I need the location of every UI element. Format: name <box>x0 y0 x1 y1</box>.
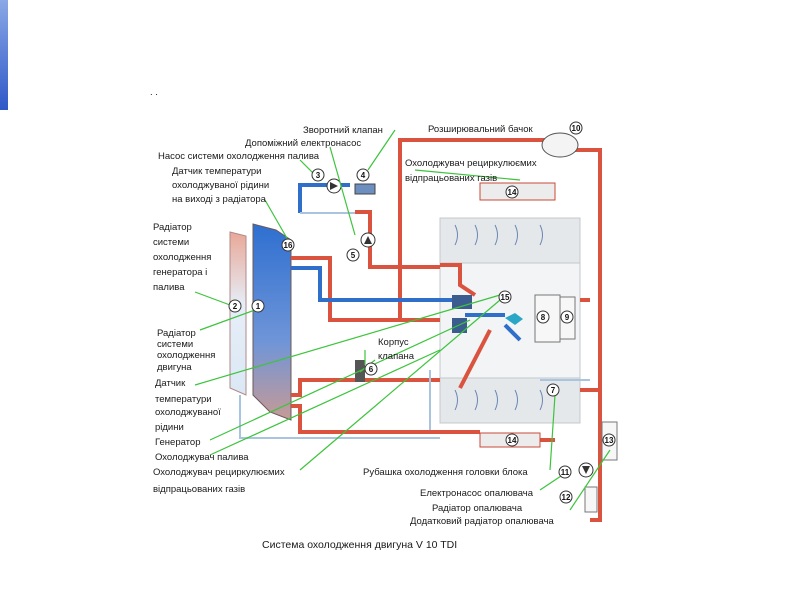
top-marks: . . <box>150 87 158 98</box>
svg-text:5: 5 <box>351 251 356 260</box>
label-rad-sensor-3: на виході з радіатора <box>172 194 267 205</box>
svg-text:14: 14 <box>508 188 517 197</box>
label-gen-rad-5: палива <box>153 282 185 293</box>
label-head-jacket: Рубашка охолодження головки блока <box>363 467 528 478</box>
thermostat-valve <box>505 313 523 325</box>
callout-9 <box>560 310 574 324</box>
callout-2 <box>228 299 242 313</box>
label-sensor-3: охолоджуваної <box>155 407 221 418</box>
return-lines <box>239 212 590 439</box>
thermostat <box>452 295 472 309</box>
svg-text:3: 3 <box>316 171 321 180</box>
callout-5 <box>346 248 360 262</box>
callout-8 <box>536 310 550 324</box>
svg-text:14: 14 <box>508 436 517 445</box>
label-valve-body-2: клапана <box>378 351 415 362</box>
callout-10 <box>569 121 583 135</box>
callout-15 <box>498 290 512 304</box>
callout-4 <box>356 168 370 182</box>
slide-accent-bar <box>0 0 8 110</box>
callout-markers: 1 2 3 4 5 6 7 8 9 10 11 12 13 14 14 15 1… <box>228 121 616 504</box>
component-labels: Зворотний клапан Допоміжний електронасос… <box>153 124 555 551</box>
label-fuel-pump: Насос системи охолодження палива <box>158 151 320 162</box>
label-egr-top-1: Охолоджувач рециркулюємих <box>405 158 537 169</box>
svg-text:4: 4 <box>361 171 366 180</box>
svg-text:6: 6 <box>369 365 374 374</box>
label-egr-cooler-1: Охолоджувач рециркулюємих <box>153 467 285 478</box>
svg-text:11: 11 <box>561 468 570 477</box>
label-sensor-1: Датчик <box>155 378 186 389</box>
callout-3 <box>311 168 325 182</box>
diagram-caption: Система охолодження двигуна V 10 TDI <box>262 539 457 551</box>
svg-text:7: 7 <box>551 386 556 395</box>
label-expansion-tank: Розширювальний бачок <box>428 124 534 135</box>
label-aux-pump: Допоміжний електронасос <box>245 138 361 149</box>
label-generator: Генератор <box>155 437 201 448</box>
label-egr-top-2: відпрацьованих газів <box>405 173 497 184</box>
svg-text:15: 15 <box>501 293 510 302</box>
callout-11 <box>558 465 572 479</box>
svg-text:9: 9 <box>565 313 570 322</box>
check-valve <box>354 183 376 195</box>
heater-radiator <box>584 486 598 513</box>
label-aux-heater: Додатковий радіатор опалювача <box>410 516 555 527</box>
label-egr-cooler-2: відпрацьованих газів <box>153 484 245 495</box>
leader-lines <box>194 129 611 511</box>
label-heater-pump: Електронасос опалювача <box>420 488 534 499</box>
label-rad-sensor-1: Датчик температури <box>172 166 261 177</box>
label-sensor-4: рідини <box>155 422 184 433</box>
label-gen-rad-2: системи <box>153 237 189 248</box>
svg-text:12: 12 <box>562 493 571 502</box>
svg-text:1: 1 <box>256 302 261 311</box>
label-valve-body-1: Корпус <box>378 337 409 348</box>
label-sensor-2: температури <box>155 394 212 405</box>
engine-radiator <box>252 223 292 421</box>
callout-1 <box>251 299 265 313</box>
label-gen-rad-1: Радіатор <box>153 222 192 233</box>
label-gen-rad-4: генератора і <box>153 267 207 278</box>
callout-14-top <box>505 185 519 199</box>
svg-text:2: 2 <box>233 302 238 311</box>
label-heater-rad: Радіатор опалювача <box>432 503 523 514</box>
callout-12 <box>559 490 573 504</box>
generator-fuel-radiator <box>229 231 247 396</box>
expansion-tank <box>541 132 579 158</box>
label-check-valve: Зворотний клапан <box>303 125 383 136</box>
label-fuel-cooler: Охолоджувач палива <box>155 452 249 463</box>
label-eng-rad-1: Радіатор <box>157 328 196 339</box>
label-eng-rad-2: системи <box>157 339 193 350</box>
svg-text:8: 8 <box>541 313 546 322</box>
svg-text:13: 13 <box>605 436 614 445</box>
callout-14-bottom <box>505 433 519 447</box>
callout-16 <box>281 238 295 252</box>
label-eng-rad-4: двигуна <box>157 362 192 373</box>
label-gen-rad-3: охолодження <box>153 252 211 263</box>
label-rad-sensor-2: охолоджуваної рідини <box>172 180 269 191</box>
callout-13 <box>602 433 616 447</box>
callout-6 <box>364 362 378 376</box>
callout-7 <box>546 383 560 397</box>
label-eng-rad-3: охолодження <box>157 350 215 361</box>
svg-text:16: 16 <box>284 241 293 250</box>
svg-text:10: 10 <box>572 124 581 133</box>
